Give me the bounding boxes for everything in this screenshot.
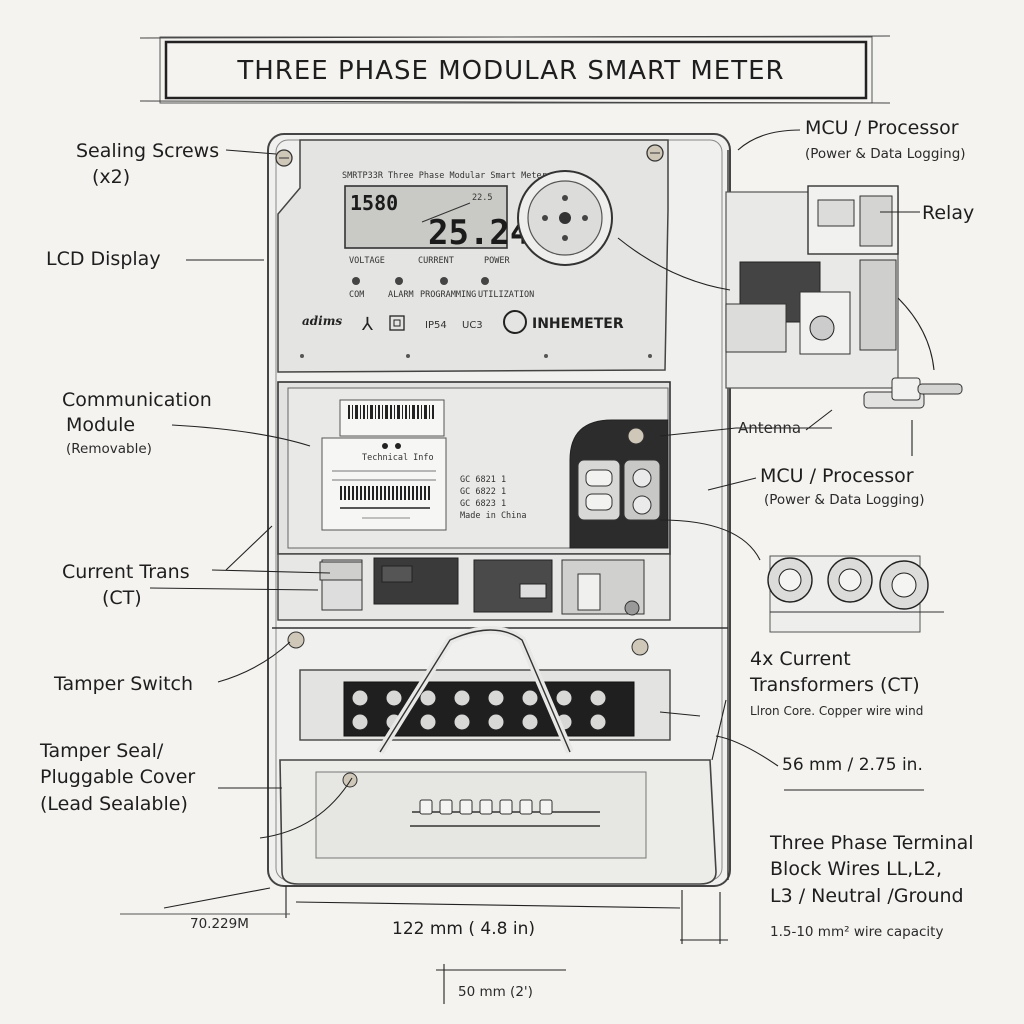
brand-right-logo-icon [503,310,527,334]
callout-tamper-seal-3: (Lead Sealable) [40,793,188,815]
sealing-screw-right-icon [646,144,664,162]
label-current: CURRENT [418,256,454,266]
communication-module: Technical Info GC 6821 1 GC 6822 1 GC 68… [277,381,671,555]
class-label: UC3 [462,320,483,331]
comm-port-1 [577,459,621,521]
lcd-main-reading: 25.24 [428,213,530,253]
rating-ip: IP54 [425,320,447,331]
page-title: THREE PHASE MODULAR SMART METER [236,56,784,86]
callout-tamper-switch: Tamper Switch [53,673,193,695]
callout-current-trans-1: Current Trans [62,561,190,583]
label-alarm: ALARM [388,290,414,300]
callout-sealing-screws-count: (x2) [92,166,130,188]
lead-seal-icon [342,772,358,788]
callouts: Sealing Screws (x2) LCD Display Communic… [39,117,974,940]
callout-antenna: Antenna [738,419,801,437]
pluggable-cover [279,759,717,885]
callout-tamper-seal-1: Tamper Seal/ [39,740,164,762]
lcd-small-reading: 1580 [350,191,398,215]
callout-relay: Relay [922,202,974,224]
relay-assembly [725,185,899,389]
callout-ct4-1: 4x Current [750,648,851,670]
callout-mcu-top: MCU / Processor [805,117,959,139]
brand-right-name: INHEMETER [532,316,624,332]
callout-current-trans-2: (CT) [102,587,142,609]
callout-ct4-2: Transformers (CT) [749,674,920,696]
terminal-block [299,626,671,755]
title-frame: THREE PHASE MODULAR SMART METER [139,35,891,104]
callout-tamper-seal-2: Pluggable Cover [40,766,195,788]
module-spec-3: GC 6823 1 [460,499,506,509]
brand-left-logo: adims [302,314,342,328]
module-spec-2: GC 6822 1 [460,487,506,497]
callout-terminal-3: L3 / Neutral /Ground [770,885,964,907]
module-label-title: Technical Info [362,453,434,463]
module-spec-1: GC 6821 1 [460,475,506,485]
leader-lines [149,129,935,839]
ct-coil-1-icon [767,557,813,603]
callout-comm-module-1: Communication [62,389,212,411]
label-utilization: UTILIZATION [478,290,534,300]
callout-comm-module-2: Module [66,414,135,436]
dimension-lines [120,789,924,1004]
callout-terminal-2: Block Wires LL,L2, [770,858,942,880]
pcb-section [277,553,671,621]
current-transformers [767,555,944,633]
meter-header-text: SMRTP33R Three Phase Modular Smart Meter [342,171,547,181]
label-com: COM [349,290,364,300]
ct-coil-2-icon [827,557,873,603]
barcode-top [339,399,445,437]
double-insulation-icon [389,315,405,331]
callout-terminal-4: 1.5-10 mm² wire capacity [770,924,943,940]
dim-width: 122 mm ( 4.8 in) [392,919,535,939]
sealing-screw-left-icon [275,149,293,167]
wye-symbol-icon: ⅄ [362,314,374,335]
tamper-switch-screw-icon [287,631,305,649]
callout-sealing-screws: Sealing Screws [76,140,219,162]
label-voltage: VOLTAGE [349,256,385,266]
callout-comm-module-3: (Removable) [66,441,152,457]
lower-right-screw-icon [631,638,649,656]
lcd-display: 1580 22.5 25.24 [344,185,530,253]
label-programming: PROGRAMMING [420,290,476,300]
antenna-part [863,377,963,409]
callout-lcd-display: LCD Display [46,248,161,270]
callout-ct4-3: Llron Core. Copper wire wind [750,704,923,718]
callout-mcu-top-sub: (Power & Data Logging) [805,146,966,162]
ct-coil-3-icon [879,560,929,610]
dim-left: 70.229M [190,916,249,932]
dim-bottom: 50 mm (2') [458,984,533,1000]
label-power: POWER [484,256,510,266]
callout-terminal-1: Three Phase Terminal [769,832,974,854]
module-spec-4: Made in China [460,511,527,521]
antenna-screw-icon [627,427,645,445]
callout-mcu-mid-sub: (Power & Data Logging) [764,492,925,508]
callout-mcu-mid: MCU / Processor [760,465,914,487]
dim-side-depth: 56 mm / 2.75 in. [782,755,923,775]
optical-port [517,170,613,266]
lcd-top-right-reading: 22.5 [472,193,492,203]
